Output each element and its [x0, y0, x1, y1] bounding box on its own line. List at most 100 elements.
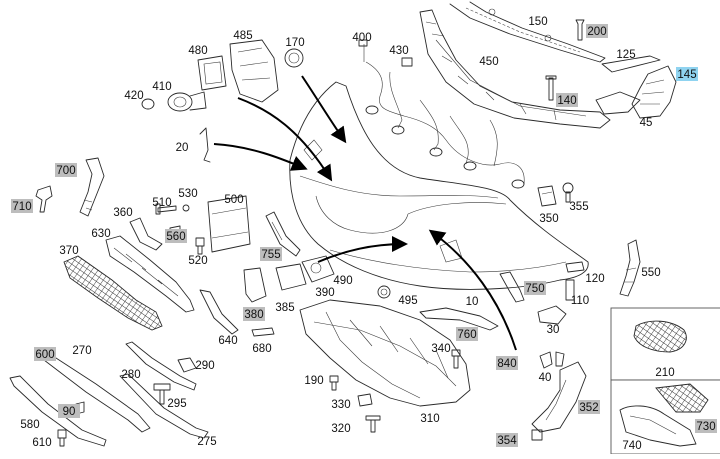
bracket-145 — [631, 65, 677, 119]
part-label-450: 450 — [479, 56, 498, 68]
part-label-710: 710 — [11, 199, 33, 213]
part-label-bg — [456, 327, 478, 341]
part-label-bg — [55, 163, 77, 177]
part-label-400: 400 — [352, 32, 371, 44]
trim-290 — [177, 357, 197, 373]
part-label-360: 360 — [113, 207, 132, 219]
part-label-380: 380 — [243, 307, 265, 321]
sensor-120-110 — [565, 261, 585, 301]
part-number: 280 — [121, 369, 140, 381]
part-number: 45 — [640, 117, 653, 129]
part-number: 110 — [571, 295, 589, 307]
part-label-610: 610 — [32, 437, 51, 449]
part-label-390: 390 — [315, 287, 334, 299]
part-label-640: 640 — [218, 335, 237, 347]
emblem-170 — [284, 48, 304, 68]
air-duct-352 — [531, 361, 587, 433]
part-label-290: 290 — [195, 360, 214, 372]
trim-580 — [9, 375, 107, 447]
part-number: 520 — [188, 255, 207, 267]
strip-125 — [601, 55, 661, 73]
part-number: 480 — [188, 45, 207, 57]
part-number: 275 — [197, 436, 216, 448]
part-number: 40 — [539, 372, 552, 384]
part-number: 295 — [167, 398, 186, 410]
clip-710 — [35, 185, 53, 213]
part-label-495: 495 — [398, 295, 417, 307]
part-number: 400 — [352, 32, 371, 44]
part-number: 150 — [528, 16, 547, 28]
part-number: 600 — [35, 349, 54, 361]
part-label-354: 354 — [496, 433, 518, 447]
part-number: 210 — [655, 367, 674, 379]
sensor-410 — [167, 91, 207, 112]
clip-20 — [199, 127, 211, 163]
part-number: 610 — [32, 437, 51, 449]
holder-390 — [275, 263, 307, 291]
part-number: 500 — [224, 194, 243, 206]
part-label-45: 45 — [640, 117, 653, 129]
part-label-310: 310 — [420, 413, 439, 425]
part-label-bg — [260, 247, 282, 261]
part-number: 420 — [124, 90, 143, 102]
part-label-385: 385 — [275, 302, 294, 314]
part-number: 90 — [63, 406, 76, 418]
part-label-755: 755 — [260, 247, 282, 261]
part-label-270: 270 — [72, 345, 91, 357]
arrow-emblem — [301, 75, 347, 144]
part-label-10: 10 — [466, 296, 479, 308]
part-label-30: 30 — [547, 324, 560, 336]
license-plate-bracket-500 — [207, 195, 251, 253]
clip-610 — [57, 429, 67, 447]
clip-520 — [195, 237, 205, 255]
screw-320 — [365, 415, 381, 433]
part-label-730: 730 — [695, 419, 717, 433]
part-number: 340 — [431, 343, 450, 355]
part-label-110: 110 — [571, 295, 589, 307]
part-label-420: 420 — [124, 90, 143, 102]
part-label-510: 510 — [152, 197, 171, 209]
cover-30 — [537, 305, 567, 325]
clip-354 — [531, 429, 543, 441]
part-number: 755 — [261, 249, 280, 261]
part-label-bg — [676, 67, 698, 81]
part-number: 354 — [497, 435, 517, 447]
part-number: 20 — [176, 142, 189, 154]
clip-40 — [539, 351, 565, 369]
part-number: 170 — [285, 37, 304, 49]
arrow-840 — [428, 229, 517, 351]
part-number: 700 — [56, 165, 75, 177]
part-label-330: 330 — [331, 399, 350, 411]
bracket-700 — [79, 157, 105, 217]
screw-140 — [545, 75, 557, 101]
part-number: 125 — [616, 49, 635, 61]
bracket-380 — [243, 267, 267, 303]
camera-480 — [197, 55, 227, 91]
part-label-275: 275 — [197, 436, 216, 448]
part-label-125: 125 — [616, 49, 635, 61]
part-label-340: 340 — [431, 343, 450, 355]
part-number: 200 — [587, 26, 606, 38]
part-label-bg — [11, 199, 33, 213]
part-number: 380 — [244, 309, 263, 321]
part-number: 580 — [20, 419, 39, 431]
part-number: 530 — [178, 188, 197, 200]
cover-495 — [377, 285, 391, 299]
part-label-700: 700 — [55, 163, 77, 177]
inset-box-210 — [610, 307, 720, 381]
part-label-580: 580 — [20, 419, 39, 431]
part-label-bg — [243, 307, 265, 321]
part-number: 550 — [641, 267, 660, 279]
part-label-485: 485 — [233, 30, 252, 42]
part-label-530: 530 — [178, 188, 197, 200]
part-number: 410 — [152, 81, 171, 93]
part-label-370: 370 — [59, 245, 78, 257]
part-number: 355 — [569, 201, 588, 213]
undertray-310 — [299, 299, 471, 407]
bracket-550 — [619, 239, 641, 297]
part-number: 385 — [275, 302, 294, 314]
bracket-485 — [229, 39, 279, 103]
part-label-480: 480 — [188, 45, 207, 57]
part-number: 760 — [457, 329, 476, 341]
